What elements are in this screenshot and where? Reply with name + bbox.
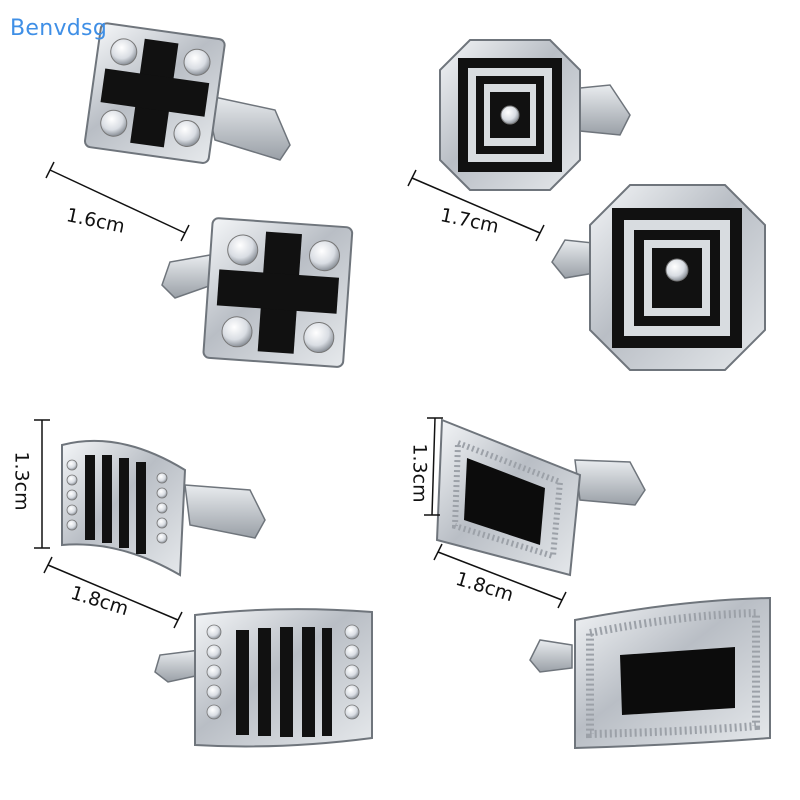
- cufflink-cross-back: [83, 22, 291, 164]
- brand-watermark: Benvdsg: [10, 16, 108, 41]
- cufflink-grid-back: [435, 418, 646, 577]
- dimension-line-cross: [45, 161, 190, 242]
- dimension-line-octagon: [407, 169, 545, 242]
- dimension-label-stripes-height: 1.3cm: [10, 451, 33, 511]
- cufflink-cross-front: [161, 217, 354, 368]
- dimension-label-grid-height: 1.3cm: [408, 443, 431, 503]
- cufflink-stripes-back: [61, 439, 266, 577]
- cufflink-octagon-front: [551, 184, 766, 371]
- dimension-lines-stripes: [34, 419, 183, 629]
- cufflink-stripes-front: [154, 608, 373, 748]
- cufflink-grid-front: [529, 596, 771, 750]
- dimension-lines-grid: [424, 417, 567, 609]
- cufflink-octagon-back: [439, 39, 631, 191]
